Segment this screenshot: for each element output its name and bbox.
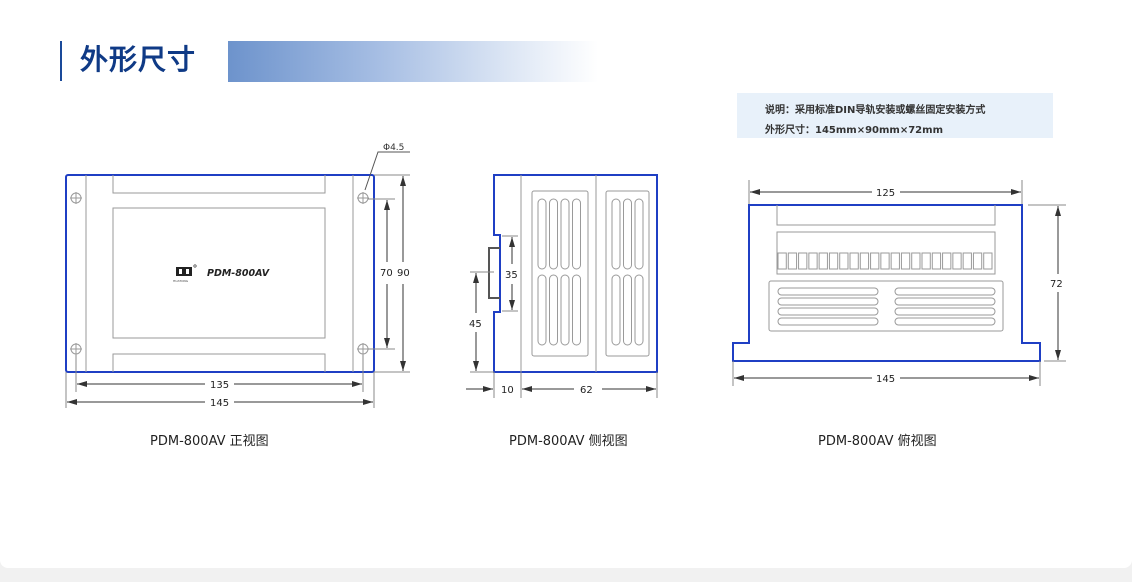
front-outline — [65, 174, 375, 373]
vent-slot — [777, 317, 879, 326]
side-vent-panel-left — [531, 190, 589, 357]
top-outline — [732, 204, 1041, 362]
hole-leader-line — [364, 151, 410, 191]
terminal-pin — [828, 252, 839, 270]
front-label-panel — [112, 207, 326, 339]
terminal-pin — [890, 252, 900, 270]
dim-label-35: 35 — [505, 270, 518, 281]
note-dimensions: 外形尺寸：145mm×90mm×72mm — [765, 125, 943, 136]
spec-note: 说明：采用标准DIN导轨安装或螺丝固定安装方式 外形尺寸：145mm×90mm×… — [737, 93, 1053, 138]
terminal-pin — [798, 252, 808, 270]
front-view-caption: PDM-800AV 正视图 — [150, 434, 269, 449]
terminal-pins — [777, 252, 993, 270]
terminal-pin — [808, 252, 818, 270]
terminal-pin — [787, 252, 798, 270]
dim-label-135: 135 — [210, 380, 229, 391]
vent-slot — [623, 198, 632, 270]
vent-slot — [894, 287, 996, 296]
dim-label-10: 10 — [501, 385, 514, 396]
vent-slot — [549, 274, 558, 346]
terminal-pin — [931, 252, 942, 270]
vent-slot — [611, 274, 621, 346]
side-view-caption: PDM-800AV 侧视图 — [509, 434, 628, 449]
vent-slot — [894, 297, 996, 306]
brand-logo — [176, 264, 197, 276]
vent-slot — [777, 287, 879, 296]
dim-label-90: 90 — [397, 268, 410, 279]
mount-hole-tl — [70, 192, 82, 204]
terminal-pin — [952, 252, 962, 270]
vent-slot — [623, 274, 632, 346]
terminal-block — [776, 231, 996, 275]
vent-slot — [560, 198, 570, 270]
terminal-pin — [921, 252, 931, 270]
terminal-pin — [983, 252, 993, 270]
front-view — [65, 151, 410, 408]
vent-slot — [634, 274, 644, 346]
side-vent-slots — [537, 198, 644, 346]
terminal-pin — [942, 252, 952, 270]
top-vent-slots — [777, 287, 996, 326]
mount-hole-tr — [357, 192, 369, 204]
top-upper-slot — [776, 205, 996, 226]
side-outline — [493, 174, 658, 373]
terminal-pin — [911, 252, 921, 270]
note-mounting: 说明：采用标准DIN导轨安装或螺丝固定安装方式 — [765, 105, 986, 116]
vent-slot — [611, 198, 621, 270]
vent-slot — [894, 307, 996, 316]
side-vent-panel-right — [605, 190, 650, 357]
header-gradient-band — [228, 41, 598, 82]
mount-hole-br — [357, 343, 369, 355]
content-card: 外形尺寸 说明：采用标准DIN导轨安装或螺丝固定安装方式 外形尺寸：145mm×… — [0, 0, 1132, 568]
terminal-pin — [972, 252, 983, 270]
terminal-pin — [962, 252, 972, 270]
brand-sub-label: HUATONG — [173, 279, 189, 283]
dim-label-72: 72 — [1050, 279, 1063, 290]
terminal-pin — [880, 252, 890, 270]
terminal-pin — [849, 252, 859, 270]
hole-diameter-label: Φ4.5 — [383, 143, 404, 153]
terminal-pin — [818, 252, 828, 270]
vent-slot — [549, 198, 558, 270]
vent-slot — [537, 274, 547, 346]
mount-hole-bl — [70, 343, 82, 355]
header-accent-bar — [60, 41, 62, 81]
vent-slot — [777, 307, 879, 316]
top-view — [732, 180, 1066, 386]
top-vent-panel — [768, 280, 1004, 332]
vent-slot — [894, 317, 996, 326]
terminal-pin — [777, 252, 787, 270]
terminal-pin — [859, 252, 870, 270]
dim-label-70: 70 — [380, 268, 393, 279]
dim-label-145-front: 145 — [210, 398, 229, 409]
vent-slot — [777, 297, 879, 306]
terminal-pin — [900, 252, 911, 270]
side-view — [466, 174, 658, 398]
vent-slot — [572, 274, 581, 346]
dimension-drawings: HUATONG PDM-800AV Φ4.5 70 90 135 145 — [65, 143, 1066, 409]
vent-slot — [560, 274, 570, 346]
front-top-slot — [112, 175, 326, 194]
terminal-pin — [839, 252, 849, 270]
section-title: 外形尺寸 — [80, 43, 197, 76]
vent-slot — [572, 198, 581, 270]
dim-label-62: 62 — [580, 385, 593, 396]
top-view-caption: PDM-800AV 俯视图 — [818, 434, 937, 449]
vent-slot — [634, 198, 644, 270]
din-rail-profile — [488, 247, 500, 299]
front-bottom-slot — [112, 353, 326, 372]
brand-logo-icon — [176, 267, 192, 276]
terminal-pin — [870, 252, 880, 270]
dim-label-45: 45 — [469, 319, 482, 330]
front-model-label: PDM-800AV — [207, 268, 270, 279]
dim-label-125: 125 — [876, 188, 895, 199]
dim-label-145-top: 145 — [876, 374, 895, 385]
vent-slot — [537, 198, 547, 270]
